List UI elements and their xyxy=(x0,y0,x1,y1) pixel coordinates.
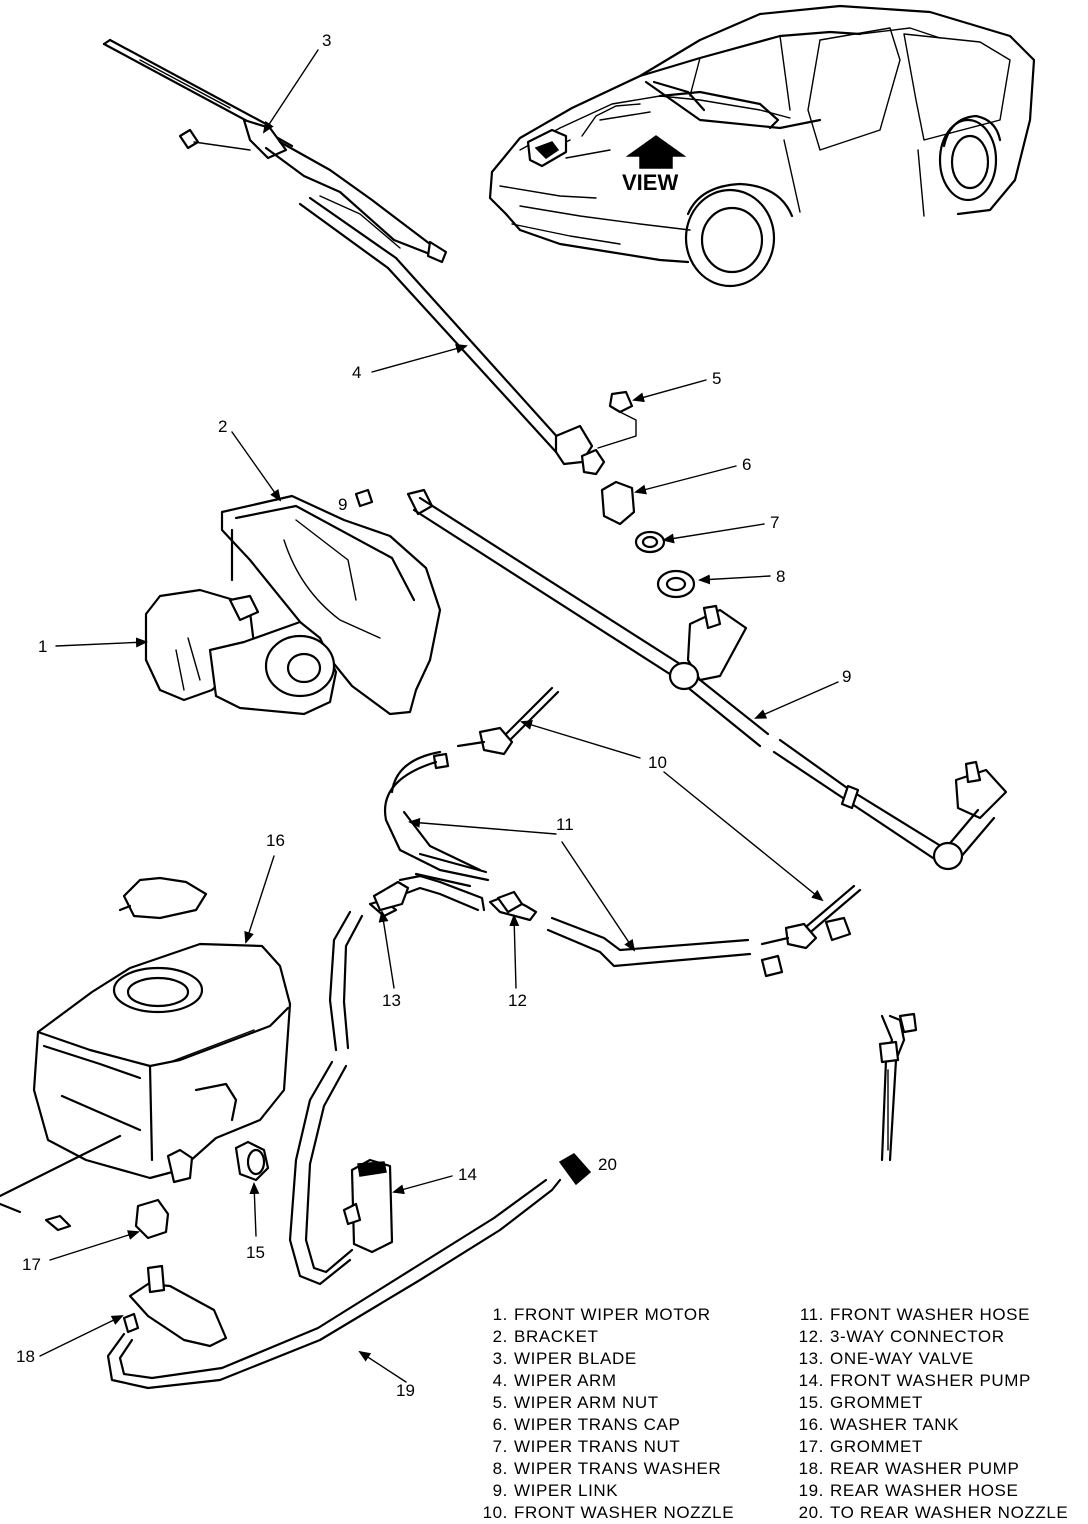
wiper-trans-nut xyxy=(634,530,666,554)
legend-item: 3.WIPER BLADE xyxy=(492,1349,637,1368)
callout-15: 15 xyxy=(246,1243,265,1262)
legend-item: 14.FRONT WASHER PUMP xyxy=(798,1371,1031,1390)
callout-2: 2 xyxy=(218,417,227,436)
legend-item: 16.WASHER TANK xyxy=(798,1415,960,1434)
legend-item: 5.WIPER ARM NUT xyxy=(492,1393,659,1412)
legend-item: 18.REAR WASHER PUMP xyxy=(798,1459,1020,1478)
leader-lines xyxy=(39,49,839,1383)
callout-17: 17 xyxy=(22,1255,41,1274)
view-label: VIEW xyxy=(622,170,678,195)
parts-legend: 1.FRONT WIPER MOTOR 2.BRACKET 3.WIPER BL… xyxy=(470,1304,1080,1522)
legend-item: 19.REAR WASHER HOSE xyxy=(798,1481,1019,1500)
car-overview: VIEW xyxy=(488,4,1036,288)
legend-column-left: 1.FRONT WIPER MOTOR 2.BRACKET 3.WIPER BL… xyxy=(470,1304,770,1524)
legend-item: 6.WIPER TRANS CAP xyxy=(492,1415,681,1434)
washer-tank xyxy=(0,876,292,1214)
wiper-blade-and-arm xyxy=(102,38,606,476)
callout-1: 1 xyxy=(38,637,47,656)
legend-item: 4.WIPER ARM xyxy=(492,1371,617,1390)
legend-item: 2.BRACKET xyxy=(492,1327,599,1346)
pumps-grommets-hoses xyxy=(44,880,592,1390)
wiper-motor-and-bracket xyxy=(144,488,442,716)
callout-18: 18 xyxy=(16,1347,35,1366)
callout-7: 7 xyxy=(770,513,779,532)
wiper-arm-nut xyxy=(608,390,634,414)
wiper-link xyxy=(406,488,1008,871)
legend-item: 11.FRONT WASHER HOSE xyxy=(799,1305,1031,1324)
legend-item: 10.FRONT WASHER NOZZLE xyxy=(482,1503,735,1522)
callout-19: 19 xyxy=(396,1381,415,1400)
callout-9: 9 xyxy=(842,667,851,686)
legend-item: 20.TO REAR WASHER NOZZLE xyxy=(798,1503,1069,1522)
legend-item: 15.GROMMET xyxy=(798,1393,923,1412)
callout-20: 20 xyxy=(598,1155,617,1174)
callout-10: 10 xyxy=(648,753,667,772)
legend-item: 13.ONE-WAY VALVE xyxy=(798,1349,974,1368)
callout-3: 3 xyxy=(322,31,331,50)
callout-14: 14 xyxy=(458,1165,477,1184)
legend-item: 8.WIPER TRANS WASHER xyxy=(492,1459,722,1478)
callout-5: 5 xyxy=(712,369,721,388)
callout-13: 13 xyxy=(382,991,401,1010)
callout-9-bolt: 9 xyxy=(338,495,347,514)
loose-parts-right xyxy=(878,1012,918,1162)
legend-column-right: 11.FRONT WASHER HOSE 12.3-WAY CONNECTOR … xyxy=(786,1304,1080,1524)
callout-12: 12 xyxy=(508,991,527,1010)
legend-item: 17.GROMMET xyxy=(798,1437,923,1456)
callout-6: 6 xyxy=(742,455,751,474)
legend-item: 7.WIPER TRANS NUT xyxy=(492,1437,681,1456)
wiper-trans-washer xyxy=(656,569,696,599)
callout-numbers: 3 4 5 6 7 8 9 9 2 1 10 11 12 13 14 15 16… xyxy=(16,31,851,1400)
wiper-trans-small-parts xyxy=(597,390,696,599)
wiper-trans-cap xyxy=(600,480,636,526)
callout-11: 11 xyxy=(556,815,574,834)
callout-16: 16 xyxy=(266,831,285,850)
legend-item: 12.3-WAY CONNECTOR xyxy=(798,1327,1005,1346)
legend-item: 1.FRONT WIPER MOTOR xyxy=(492,1305,711,1324)
legend-item: 9.WIPER LINK xyxy=(492,1481,619,1500)
washer-nozzles-and-hoses xyxy=(368,686,862,978)
callout-4: 4 xyxy=(352,363,361,382)
callout-8: 8 xyxy=(776,567,785,586)
